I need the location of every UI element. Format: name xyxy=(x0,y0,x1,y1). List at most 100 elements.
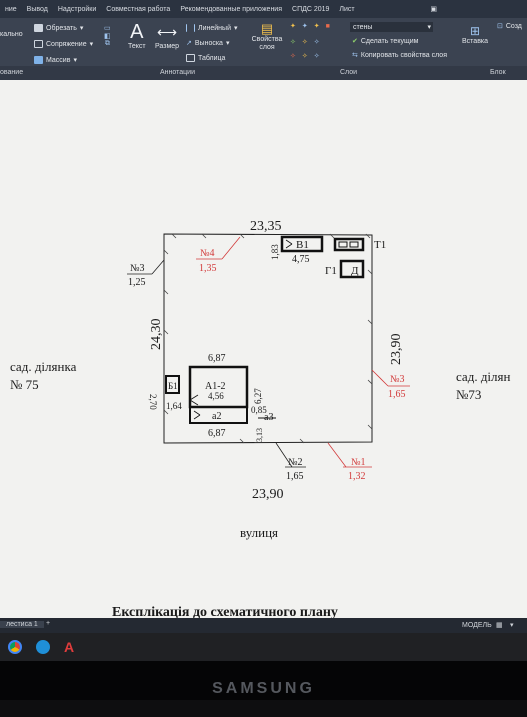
layer-tools-row2: ✧ ✧ ✧ xyxy=(290,38,320,46)
mirror-icon[interactable]: ◧ xyxy=(104,33,111,40)
trim-button[interactable]: Обрезать▾ xyxy=(34,24,83,32)
building-b1 xyxy=(280,235,324,253)
table-button[interactable]: Таблица xyxy=(186,54,225,62)
explication-title: Експлікація до схематичного плану xyxy=(112,605,338,618)
layer-freeze-icon[interactable]: ✦ xyxy=(301,23,308,30)
fillet-button[interactable]: Сопряжение▾ xyxy=(34,40,93,48)
make-current-button[interactable]: ✔Сделать текущим xyxy=(352,37,419,46)
trim-icon xyxy=(34,24,43,32)
label-house-value: 4,56 xyxy=(208,391,224,401)
layer-isolate-icon[interactable]: ✧ xyxy=(290,39,296,46)
building-d xyxy=(339,259,365,279)
panel-block[interactable]: Блок xyxy=(490,69,506,76)
dim-3-13: 3,13 xyxy=(255,428,264,442)
label-house: А1-2 xyxy=(205,381,226,392)
plot-boundary xyxy=(163,233,373,444)
label-n4-value: 1,35 xyxy=(199,263,217,274)
dimension-button[interactable]: ⟷ Размер xyxy=(155,24,180,50)
layer-dropdown[interactable]: стены▾ xyxy=(350,22,433,32)
tab-extra-icon[interactable]: ▣ xyxy=(430,6,437,13)
layout-tab-bar: лестиса 1 + МОДЕЛЬ ▦ ▾ xyxy=(0,618,527,633)
layer-on-icon[interactable]: ✦ xyxy=(290,23,296,30)
layer-walk-icon[interactable]: ✧ xyxy=(290,53,296,60)
chrome-icon[interactable] xyxy=(8,640,22,654)
copy-button[interactable]: кально xyxy=(0,31,23,38)
layer-merge-icon[interactable]: ✧ xyxy=(301,53,308,60)
dimension-icon: ⟷ xyxy=(156,24,178,40)
panel-annotations[interactable]: Аннотации xyxy=(160,69,195,76)
dim-house-bottom: 6,87 xyxy=(208,428,226,439)
layer-properties-icon: ▤ xyxy=(260,21,274,36)
dim-plot-bottom: 23,90 xyxy=(252,487,284,502)
match-layer-button[interactable]: ⇆Копировать свойства слоя xyxy=(352,51,447,60)
label-n1-value: 1,32 xyxy=(348,471,366,482)
layer-properties-button[interactable]: ▤ Свойства слоя xyxy=(251,21,283,52)
tab-spds[interactable]: СПДС 2019 xyxy=(292,5,330,13)
layer-color-icon[interactable]: ■ xyxy=(325,22,330,30)
monitor-bezel: SAMSUNG xyxy=(0,661,527,700)
label-b1-value: 4,75 xyxy=(292,254,310,265)
panel-draw[interactable]: ование xyxy=(0,69,24,76)
layer-match-icon[interactable]: ✧ xyxy=(313,39,320,46)
label-n3-right: №3 xyxy=(390,374,405,385)
make-current-icon: ✔ xyxy=(352,38,358,45)
label-d: Д xyxy=(351,265,359,277)
layer-lock-icon[interactable]: ✦ xyxy=(313,23,320,30)
street-label: вулиця xyxy=(240,525,278,540)
text-button[interactable]: A Текст xyxy=(128,21,146,50)
create-block-button[interactable]: ⊡Созд xyxy=(497,22,522,31)
match-layer-icon: ⇆ xyxy=(352,52,358,59)
label-n3-left: №3 xyxy=(130,263,145,274)
stretch-icon[interactable]: ▭ xyxy=(104,25,111,32)
tab-output[interactable]: Вывод xyxy=(26,5,48,13)
snap-icon[interactable]: ▾ xyxy=(510,622,514,629)
linear-button[interactable]: Линейный▾ xyxy=(186,24,238,32)
neighbor-right-line2: №73 xyxy=(456,387,481,402)
drawing-canvas[interactable]: 23,35 23,90 24,30 23,90 №4 1,35 №3 1,25 … xyxy=(0,80,527,620)
label-a3: а3 xyxy=(264,412,273,423)
neighbor-left-line1: сад. ділянка xyxy=(10,359,77,374)
label-n3-left-value: 1,25 xyxy=(128,277,146,288)
layer-delete-icon[interactable]: ✧ xyxy=(313,53,320,60)
add-layout-icon[interactable]: + xyxy=(46,620,51,627)
label-a2: а2 xyxy=(212,411,221,422)
boundary-hatching xyxy=(163,233,373,444)
dim-house-top: 6,87 xyxy=(208,353,226,364)
dim-plot-right: 23,90 xyxy=(389,334,404,366)
label-n3-right-value: 1,65 xyxy=(388,389,406,400)
os-taskbar: A xyxy=(0,633,527,661)
leader-button[interactable]: ↗Выноска▾ xyxy=(186,39,230,48)
model-indicator[interactable]: МОДЕЛЬ xyxy=(462,622,492,629)
building-b1s xyxy=(165,375,180,394)
autocad-icon[interactable]: A xyxy=(64,639,75,655)
grid-icon[interactable]: ▦ xyxy=(496,622,503,629)
tab-sheet[interactable]: Лист xyxy=(339,5,355,13)
tab-home[interactable]: ние xyxy=(5,5,17,13)
dim-0-85: 0,85 xyxy=(251,405,267,415)
text-icon: A xyxy=(130,21,144,43)
edge-icon[interactable] xyxy=(36,640,50,654)
label-n1: №1 xyxy=(351,457,366,468)
label-t1: Т1 xyxy=(374,239,386,251)
tab-featured[interactable]: Рекомендованные приложения xyxy=(180,5,283,13)
create-block-icon: ⊡ xyxy=(497,23,503,30)
label-n4: №4 xyxy=(200,248,215,259)
layer-off-icon[interactable]: ✧ xyxy=(301,39,308,46)
array-icon xyxy=(34,56,43,64)
tab-collab[interactable]: Совместная работа xyxy=(106,5,171,13)
ribbon-panel-titles: ование Аннотации Слои Блок xyxy=(0,66,527,80)
table-icon xyxy=(186,54,195,62)
dim-6-27: 6,27 xyxy=(253,388,263,404)
dim-1-83: 1,83 xyxy=(270,244,280,260)
offset-icon[interactable]: ⧉ xyxy=(104,40,110,47)
dim-plot-top: 23,35 xyxy=(250,219,282,234)
label-g1: Г1 xyxy=(325,265,337,277)
array-button[interactable]: Массив▾ xyxy=(34,56,77,64)
label-b1s: Б1 xyxy=(168,381,178,391)
insert-block-button[interactable]: ⊞ Вставка xyxy=(462,24,489,45)
ribbon-tabs: ние Вывод Надстройки Совместная работа Р… xyxy=(0,0,527,18)
label-n2: №2 xyxy=(288,457,303,468)
tab-addins[interactable]: Надстройки xyxy=(57,5,97,13)
layout-tab[interactable]: лестиса 1 xyxy=(0,621,44,628)
panel-layers[interactable]: Слои xyxy=(340,69,358,76)
